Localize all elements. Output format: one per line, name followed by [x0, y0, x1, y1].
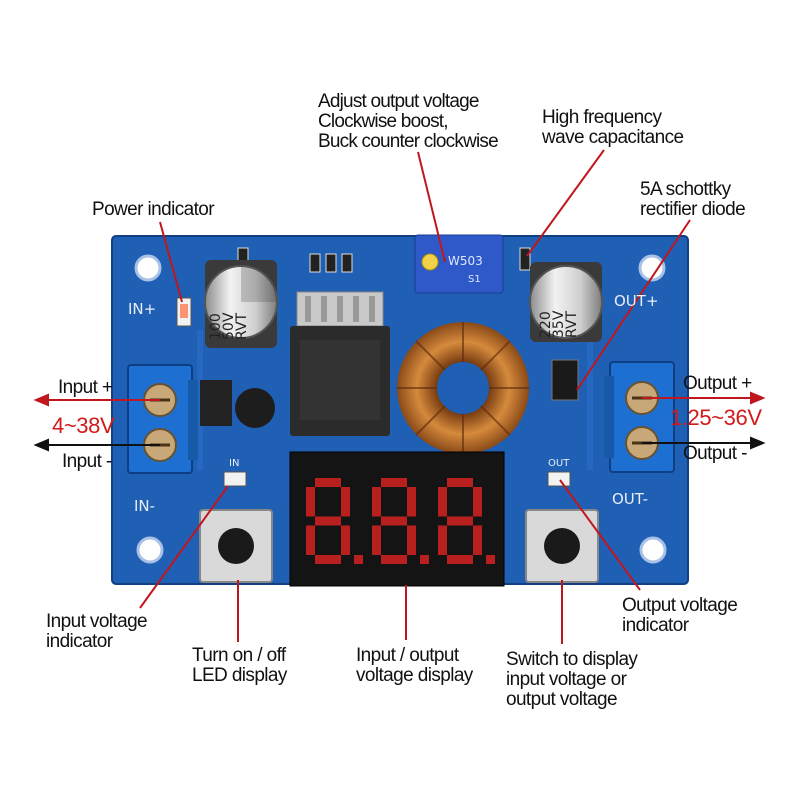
- label-input-range: 4~38V: [52, 413, 115, 438]
- label-input-minus: Input -: [62, 451, 112, 472]
- digit-2-segment-5: [438, 487, 447, 517]
- digit-1-segment-1: [407, 487, 416, 517]
- input-led: [223, 471, 247, 487]
- pot-sub: S1: [468, 274, 481, 285]
- input-terminal: [127, 364, 198, 474]
- label-switch-display: Switch to display input voltage or outpu…: [506, 649, 638, 710]
- label-adjust-output: Adjust output voltage Clockwise boost, B…: [318, 91, 499, 152]
- cap2-rating: 220 35V RVT: [538, 310, 580, 338]
- silk-out-minus: OUT-: [612, 490, 648, 508]
- label-io-display: Input / output voltage display: [356, 645, 473, 686]
- label-output-indicator: Output voltage indicator: [622, 595, 738, 636]
- digit-1-segment-0: [381, 478, 407, 487]
- digit-2-segment-3: [447, 555, 473, 564]
- digit-2-decimal-point: [486, 555, 495, 564]
- digit-0-segment-1: [341, 487, 350, 517]
- digit-1-segment-6: [381, 516, 407, 526]
- digit-0-decimal-point: [354, 555, 363, 564]
- schottky-diode: [551, 359, 579, 401]
- digit-0-segment-0: [315, 478, 341, 487]
- mounting-holes: [134, 254, 667, 564]
- transistor: [200, 380, 275, 428]
- label-output-plus: Output +: [683, 373, 752, 394]
- potentiometer: [414, 234, 504, 294]
- label-output-range: 1.25~36V: [670, 405, 762, 430]
- label-schottky: 5A schottky rectifier diode: [640, 179, 746, 220]
- digit-0-segment-2: [341, 525, 350, 555]
- label-led-toggle: Turn on / off LED display: [192, 645, 287, 686]
- digit-0-segment-5: [306, 487, 315, 517]
- capacitor-220uf: [529, 262, 603, 342]
- switch-display-button[interactable]: [525, 509, 599, 583]
- regulator-ic: [290, 291, 390, 436]
- digit-0-segment-6: [315, 516, 341, 526]
- digit-1-decimal-point: [420, 555, 429, 564]
- digit-0-segment-3: [315, 555, 341, 564]
- label-capacitance: High frequency wave capacitance: [542, 107, 684, 148]
- digit-2-segment-6: [447, 516, 473, 526]
- digit-2-segment-0: [447, 478, 473, 487]
- digit-1-segment-5: [372, 487, 381, 517]
- output-terminal: [604, 361, 675, 473]
- digit-0-segment-4: [306, 525, 315, 555]
- digit-2-segment-2: [473, 525, 482, 555]
- label-output-minus: Output -: [683, 443, 747, 464]
- toroid-inductor: [397, 322, 529, 454]
- annotation-leaders: [33, 149, 766, 644]
- silk-in-minus: IN-: [134, 497, 156, 515]
- capacitor-100uf: [204, 260, 278, 348]
- silk-in-led: IN: [229, 458, 240, 469]
- digit-1-segment-3: [381, 555, 407, 564]
- label-input-indicator: Input voltage indicator: [46, 611, 148, 652]
- digit-1-segment-4: [372, 525, 381, 555]
- digit-2-segment-1: [473, 487, 482, 517]
- led-toggle-button[interactable]: [199, 509, 273, 583]
- pot-code: W503: [448, 254, 483, 268]
- silk-out-plus: OUT+: [614, 292, 659, 310]
- digit-1-segment-2: [407, 525, 416, 555]
- label-input-plus: Input +: [58, 377, 113, 398]
- silk-out-led: OUT: [548, 458, 570, 469]
- output-led: [547, 471, 571, 487]
- seven-segment-display: [289, 451, 505, 587]
- label-power-indicator: Power indicator: [92, 199, 215, 220]
- display-digits: [306, 478, 495, 564]
- cap1-rating: 100 50V RVT: [208, 312, 250, 340]
- silk-in-plus: IN+: [128, 300, 157, 318]
- digit-2-segment-4: [438, 525, 447, 555]
